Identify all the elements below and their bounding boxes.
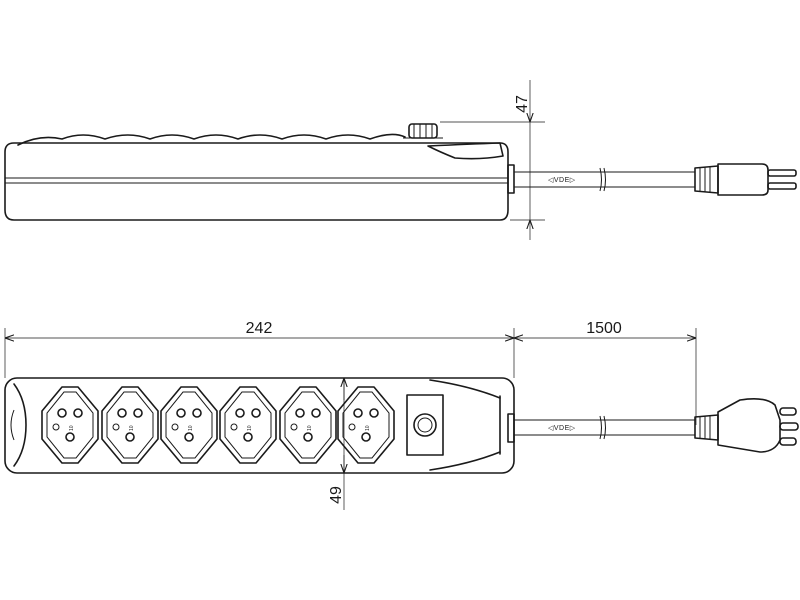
socket-screw bbox=[52, 423, 60, 431]
top-left-endcap bbox=[13, 383, 27, 467]
socket-rating-label: 10 bbox=[69, 425, 75, 431]
side-body-outline bbox=[4, 142, 509, 221]
top-left-hook bbox=[10, 409, 15, 441]
top-switch-panel bbox=[406, 394, 444, 456]
socket-group: 10 10 10 10 10 10 bbox=[41, 386, 395, 464]
top-view: 10 10 10 10 10 10 ◁VDE▷ 49 bbox=[4, 377, 799, 510]
socket-hole bbox=[353, 408, 363, 418]
socket-6: 10 bbox=[337, 386, 395, 464]
socket-hole bbox=[192, 408, 202, 418]
socket-outline bbox=[337, 386, 395, 464]
socket-inner-outline bbox=[46, 391, 94, 459]
dimension-height-47: 47 bbox=[440, 80, 545, 240]
socket-3: 10 bbox=[160, 386, 218, 464]
socket-inner-outline bbox=[106, 391, 154, 459]
socket-hole bbox=[57, 408, 67, 418]
socket-hole bbox=[133, 408, 143, 418]
top-plug bbox=[694, 398, 799, 453]
dimension-height-label: 47 bbox=[514, 95, 531, 113]
top-switch-knob-inner bbox=[417, 417, 433, 433]
socket-rating-label: 10 bbox=[247, 425, 253, 431]
socket-1: 10 bbox=[41, 386, 99, 464]
socket-hole bbox=[369, 408, 379, 418]
socket-outline bbox=[41, 386, 99, 464]
socket-inner-outline bbox=[284, 391, 332, 459]
socket-screw bbox=[171, 423, 179, 431]
socket-hole bbox=[361, 432, 371, 442]
socket-hole bbox=[125, 432, 135, 442]
socket-hole bbox=[235, 408, 245, 418]
socket-hole bbox=[243, 432, 253, 442]
socket-outline bbox=[101, 386, 159, 464]
side-cord-marking: ◁VDE▷ bbox=[548, 177, 576, 184]
side-plug bbox=[694, 163, 797, 196]
dimension-cord-label: 1500 bbox=[586, 320, 622, 337]
side-plug-pin-lower bbox=[767, 182, 797, 190]
socket-inner-outline bbox=[224, 391, 272, 459]
top-cord-marking: ◁VDE▷ bbox=[548, 425, 576, 432]
socket-rating-label: 10 bbox=[307, 425, 313, 431]
socket-rating-label: 10 bbox=[188, 425, 194, 431]
socket-rating-label: 10 bbox=[129, 425, 135, 431]
socket-rating-label: 10 bbox=[365, 425, 371, 431]
socket-inner-outline bbox=[165, 391, 213, 459]
socket-screw bbox=[290, 423, 298, 431]
socket-outline bbox=[279, 386, 337, 464]
socket-4: 10 bbox=[219, 386, 277, 464]
dimension-length-label: 242 bbox=[246, 320, 273, 337]
socket-hole bbox=[251, 408, 261, 418]
dimension-width-label: 49 bbox=[328, 486, 345, 504]
socket-screw bbox=[112, 423, 120, 431]
socket-hole bbox=[184, 432, 194, 442]
socket-outline bbox=[160, 386, 218, 464]
side-view: ◁VDE▷ 47 bbox=[4, 80, 797, 240]
socket-hole bbox=[65, 432, 75, 442]
socket-hole bbox=[311, 408, 321, 418]
socket-hole bbox=[117, 408, 127, 418]
socket-2: 10 bbox=[101, 386, 159, 464]
side-switch-knob bbox=[403, 123, 443, 139]
socket-outline bbox=[219, 386, 277, 464]
socket-hole bbox=[176, 408, 186, 418]
socket-5: 10 bbox=[279, 386, 337, 464]
top-plug-pin-1 bbox=[779, 407, 797, 416]
dimension-cord-1500: 1500 bbox=[514, 320, 697, 425]
dimension-length-242: 242 bbox=[4, 320, 515, 378]
side-cord-break-1 bbox=[599, 167, 602, 192]
socket-hole bbox=[303, 432, 313, 442]
top-right-curve-lower bbox=[429, 451, 501, 471]
side-top-ridge bbox=[17, 133, 406, 146]
dimension-width-49: 49 bbox=[328, 378, 345, 510]
side-strain-relief bbox=[427, 142, 504, 160]
top-cord-outlet bbox=[507, 413, 515, 443]
top-plug-pin-2 bbox=[779, 422, 799, 431]
socket-hole bbox=[73, 408, 83, 418]
top-switch-knob-outer bbox=[413, 413, 437, 437]
top-plug-pin-3 bbox=[779, 437, 797, 446]
socket-hole bbox=[295, 408, 305, 418]
socket-screw bbox=[348, 423, 356, 431]
side-cord-outlet bbox=[507, 164, 515, 194]
side-plug-pin-upper bbox=[767, 169, 797, 177]
side-cord-break-2 bbox=[603, 167, 606, 192]
top-cord-break-2 bbox=[603, 415, 606, 440]
top-cord-break-1 bbox=[599, 415, 602, 440]
top-right-curve-upper bbox=[429, 379, 501, 399]
socket-screw bbox=[230, 423, 238, 431]
socket-inner-outline bbox=[342, 391, 390, 459]
